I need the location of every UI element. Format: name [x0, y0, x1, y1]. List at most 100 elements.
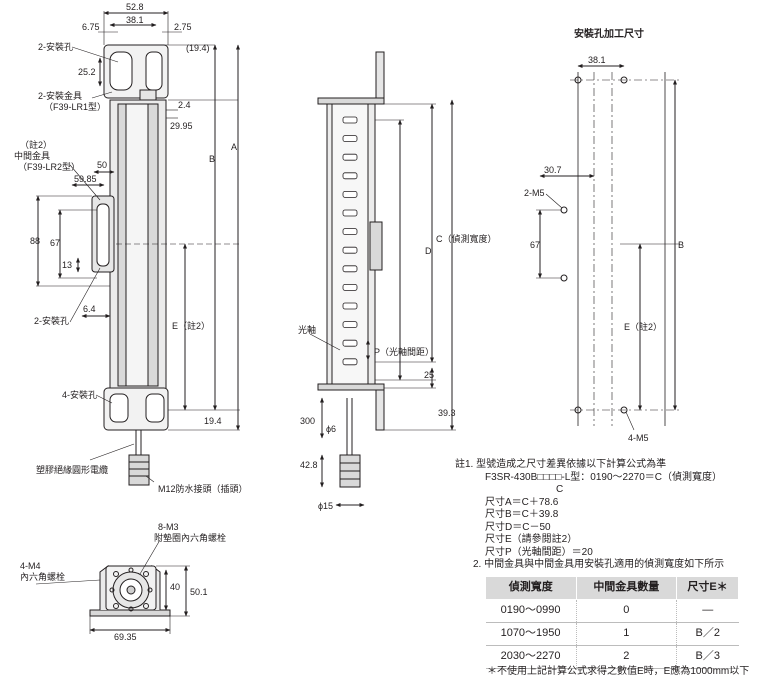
- optical-axis-lens: [342, 358, 358, 366]
- top-bracket-side: [375, 51, 385, 99]
- optical-axis-lens: [342, 153, 358, 161]
- dim-phi-6: ϕ6: [326, 424, 336, 434]
- dim-6-4: 6.4: [83, 304, 96, 314]
- table-row: 0190～0990 0 —: [485, 599, 739, 623]
- dim-19-4: 19.4: [204, 416, 222, 426]
- top-mount-hole-slot: [109, 51, 133, 91]
- table-row: 2030～2270 2 B／3: [485, 645, 739, 669]
- dim-42-8: 42.8: [300, 460, 318, 470]
- dim-a: A: [231, 142, 237, 152]
- optical-axis-lens: [342, 302, 358, 310]
- dim-phi-15: ϕ15: [318, 501, 333, 511]
- note1-line2: F3SR-430B□□□□-L型：0190～2270＝C（偵測寬度）: [485, 471, 723, 483]
- label-middle-bracket: 中間金具: [14, 150, 50, 161]
- formula-b: 尺寸B＝C＋39.8: [485, 509, 559, 520]
- formula-d: 尺寸D＝C－50: [485, 521, 551, 533]
- optical-axis-lens: [342, 339, 358, 347]
- dim-2-4: 2.4: [178, 100, 191, 110]
- dim-d: D: [425, 246, 432, 256]
- dim-40: 40: [170, 582, 180, 592]
- side-view: [309, 51, 456, 507]
- hole-top-left: [574, 76, 582, 84]
- table-cell: 1070～1950: [485, 622, 577, 646]
- dim-38-1: 38.1: [126, 15, 144, 25]
- optical-axis-lens: [342, 321, 358, 329]
- table-header: 中間金具數量: [575, 575, 678, 600]
- bottom-view-text: 40 50.1 69.35 8-M3 附墊圈內六角螺栓 4-M4 內六角螺栓: [20, 522, 226, 642]
- table-cell: 2030～2270: [485, 645, 577, 669]
- table-cell: B／2: [676, 622, 739, 646]
- side-view-optical-axes: [342, 116, 358, 366]
- dim-p: P（光軸間距）: [374, 346, 434, 357]
- footnote: ＊不使用上記計算公式求得之數值E時，E應為1000mm以下: [487, 666, 750, 677]
- dim-50: 50: [97, 160, 107, 170]
- dim-e: E（註2）: [172, 320, 210, 331]
- table-cell: 0190～0990: [485, 599, 577, 623]
- label-8-m3-desc: 附墊圈內六角螺栓: [154, 532, 226, 543]
- optical-axis-lens: [342, 135, 358, 143]
- dim-59-85: 59.85: [74, 174, 97, 184]
- dim-2-75: 2.75: [174, 22, 192, 32]
- optical-axis-lens: [342, 190, 358, 198]
- table-cell: 1: [576, 622, 678, 646]
- table-cell: 2: [576, 645, 678, 669]
- hole-bottom-left: [574, 406, 582, 414]
- table-cell: —: [676, 599, 739, 623]
- optical-axis-lens: [342, 209, 358, 217]
- dim-c: C（偵測寬度）: [436, 233, 497, 244]
- dim-hole-67: 67: [530, 240, 540, 250]
- dim-29-95: 29.95: [170, 121, 193, 131]
- table-header: 尺寸E＊: [676, 575, 739, 600]
- hole-view-text: 安裝孔加工尺寸 38.1 30.7 67 B E（註2） 2-M5 4-M5: [524, 27, 684, 443]
- label-mount-bracket: 2-安裝金具: [38, 90, 82, 101]
- formula-e: 尺寸E（請參閱註2）: [485, 534, 578, 545]
- detection-width-table: 偵測寬度 中間金具數量 尺寸E＊ 0190～0990 0 — 1070～1950…: [485, 575, 739, 669]
- label-optical-axis: 光軸: [298, 324, 316, 335]
- bottom-view: [35, 539, 190, 634]
- notes-block: 註1. 型號造成之尺寸差異依據以下計算公式為準 F3SR-430B□□□□-L型…: [455, 459, 755, 669]
- note1-fraction: C: [556, 484, 564, 495]
- table-header: 偵測寬度: [485, 575, 577, 600]
- front-view-text: 52.8 6.75 38.1 2.75 (19.4) 25.2 2.4 29.9…: [14, 2, 248, 494]
- dim-69-35: 69.35: [114, 632, 137, 642]
- dim-hole-30-7: 30.7: [544, 165, 562, 175]
- dim-hole-b: B: [678, 240, 684, 250]
- optical-axis-lens: [342, 265, 358, 273]
- hole-top-right: [620, 76, 628, 84]
- dim-19-4-paren: (19.4): [186, 43, 210, 53]
- table-row: 1070～1950 1 B／2: [485, 622, 739, 646]
- label-note2: （註2）: [20, 139, 52, 150]
- label-mount-hole-bottom: 4-安裝孔: [62, 389, 97, 400]
- label-4-m4: 4-M4: [20, 561, 41, 571]
- formula-p: 尺寸P（光軸間距）＝20: [485, 546, 593, 558]
- dim-b: B: [209, 154, 215, 164]
- dim-25: 25: [424, 370, 434, 380]
- label-4-m5: 4-M5: [628, 433, 649, 443]
- dim-6-75: 6.75: [82, 22, 100, 32]
- label-2-m5: 2-M5: [524, 188, 545, 198]
- hole-view-title: 安裝孔加工尺寸: [574, 27, 644, 40]
- connector-front: [128, 454, 150, 486]
- dim-52-8: 52.8: [126, 2, 144, 12]
- front-view: [36, 11, 240, 486]
- side-view-text: C（偵測寬度） D P（光軸間距） 25 39.3 300 ϕ6 42.8 ϕ1…: [298, 233, 497, 511]
- label-mount-bracket-model: （F39-LR1型）: [44, 102, 106, 112]
- label-connector: M12防水接頭（插頭）: [158, 483, 248, 494]
- middle-bracket-side: [369, 221, 383, 271]
- label-mount-hole-mid: 2-安裝孔: [34, 315, 69, 326]
- dim-88: 88: [30, 236, 40, 246]
- optical-axis-lens: [342, 246, 358, 254]
- hole-view: [536, 64, 680, 431]
- optical-axis-lens: [342, 116, 358, 124]
- note1-line1: 註1. 型號造成之尺寸差異依據以下計算公式為準: [455, 459, 667, 470]
- note2: 2. 中間金具與中間金具用安裝孔適用的偵測寬度如下所示: [473, 559, 725, 570]
- dim-50-1: 50.1: [190, 587, 208, 597]
- optical-axis-lens: [342, 228, 358, 236]
- optical-axis-lens: [342, 172, 358, 180]
- dim-39-3: 39.3: [438, 408, 456, 418]
- formula-a: 尺寸A＝C＋78.6: [485, 496, 559, 508]
- optical-axis-lens: [342, 283, 358, 291]
- dim-300: 300: [300, 416, 315, 426]
- dim-13: 13: [62, 260, 72, 270]
